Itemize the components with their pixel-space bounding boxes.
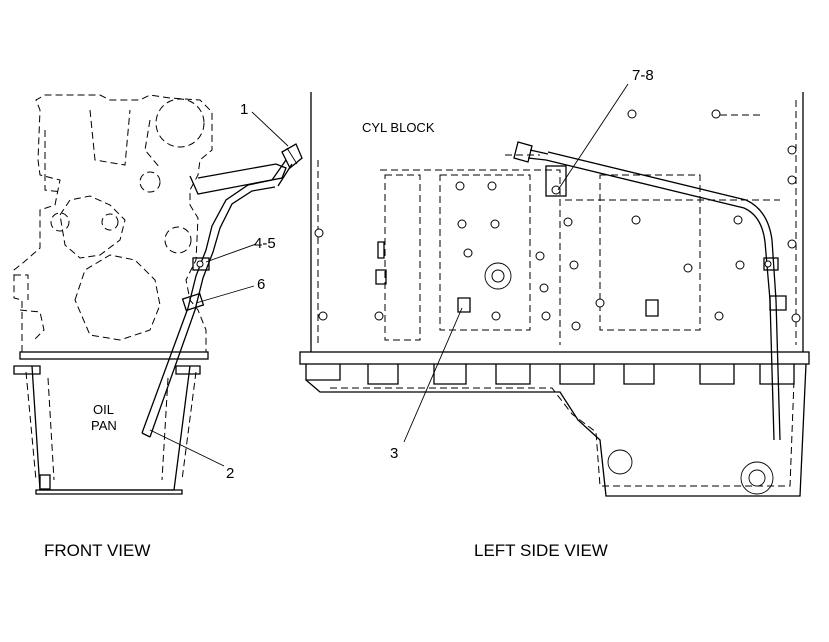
callout-7-8: 7-8 (632, 67, 654, 84)
front-bore-3 (50, 212, 70, 232)
side-tube-clip (769, 295, 787, 311)
front-crank-area (74, 254, 161, 341)
front-rib-3 (144, 119, 161, 169)
callout-4-5: 4-5 (254, 235, 276, 252)
side-tube-clamp (763, 257, 779, 271)
front-bore-4 (139, 171, 161, 193)
side-plug-left (375, 241, 387, 285)
side-pan-plug-2 (740, 461, 774, 495)
leader-1 (251, 111, 289, 147)
side-oil-pan-inner (330, 379, 795, 487)
leader-6 (195, 285, 255, 304)
side-bracket-bolt (551, 185, 561, 195)
side-pan-plug-1 (607, 449, 633, 475)
front-pan-flange (13, 365, 201, 375)
left-side-view-title: LEFT SIDE VIEW (474, 541, 608, 560)
front-left-bracket (14, 274, 45, 341)
oil-pan-label-line2: PAN (91, 418, 117, 433)
front-bore-1 (155, 98, 205, 148)
front-handle-grip (286, 147, 298, 165)
front-block-inner (59, 195, 126, 259)
front-bore-5 (101, 213, 119, 231)
side-dipstick-handle (513, 141, 533, 163)
left-side-view-drawing (299, 92, 810, 497)
front-dipstick-tube (141, 179, 276, 438)
leader-4-5 (205, 243, 257, 263)
leader-2 (149, 429, 225, 467)
side-boss (484, 262, 512, 290)
front-dipstick-end (141, 432, 151, 438)
side-boss-inner (491, 269, 505, 283)
side-block-recess-1 (384, 174, 421, 341)
front-clamp-bolt (196, 260, 204, 268)
side-block-recess-3 (599, 174, 701, 331)
side-block-bolts (314, 109, 801, 331)
side-block-panel (317, 100, 797, 345)
callout-3: 3 (390, 445, 398, 462)
leader-7-8 (557, 83, 629, 191)
side-pan-plug-2-inner (748, 469, 766, 487)
callout-1: 1 (240, 101, 248, 118)
side-plug-right (645, 299, 659, 317)
front-drain-plug (39, 474, 51, 490)
front-view-title: FRONT VIEW (44, 541, 150, 560)
front-pan-bottom (35, 489, 183, 495)
cyl-block-label: CYL BLOCK (362, 120, 435, 135)
leader-3 (403, 307, 463, 443)
side-block-recess-2 (439, 174, 531, 331)
front-dipstick-handle-1 (281, 143, 303, 170)
side-bracket-7-8 (545, 165, 567, 197)
callout-2: 2 (226, 465, 234, 482)
front-clip-6 (181, 292, 205, 312)
side-dipstick-tube (545, 151, 781, 441)
front-block-outline (13, 94, 213, 352)
front-view-drawing (13, 94, 303, 495)
side-pan-ribs (305, 364, 795, 385)
side-oil-pan (305, 363, 807, 497)
side-pan-rail (299, 351, 810, 365)
front-rib-2 (44, 130, 63, 193)
front-pan-rail (19, 351, 209, 360)
front-rib (89, 109, 131, 166)
oil-pan-label-line1: OIL (93, 402, 114, 417)
side-handle-stem (527, 149, 549, 161)
side-plug-3 (457, 297, 471, 313)
front-dipstick-arm (189, 163, 287, 195)
front-clamp-4-5 (192, 257, 210, 271)
side-tube-clamp-bolt (764, 260, 772, 268)
callout-6: 6 (257, 276, 265, 293)
front-bore-2 (164, 226, 192, 254)
side-block-top-dash (505, 114, 760, 156)
